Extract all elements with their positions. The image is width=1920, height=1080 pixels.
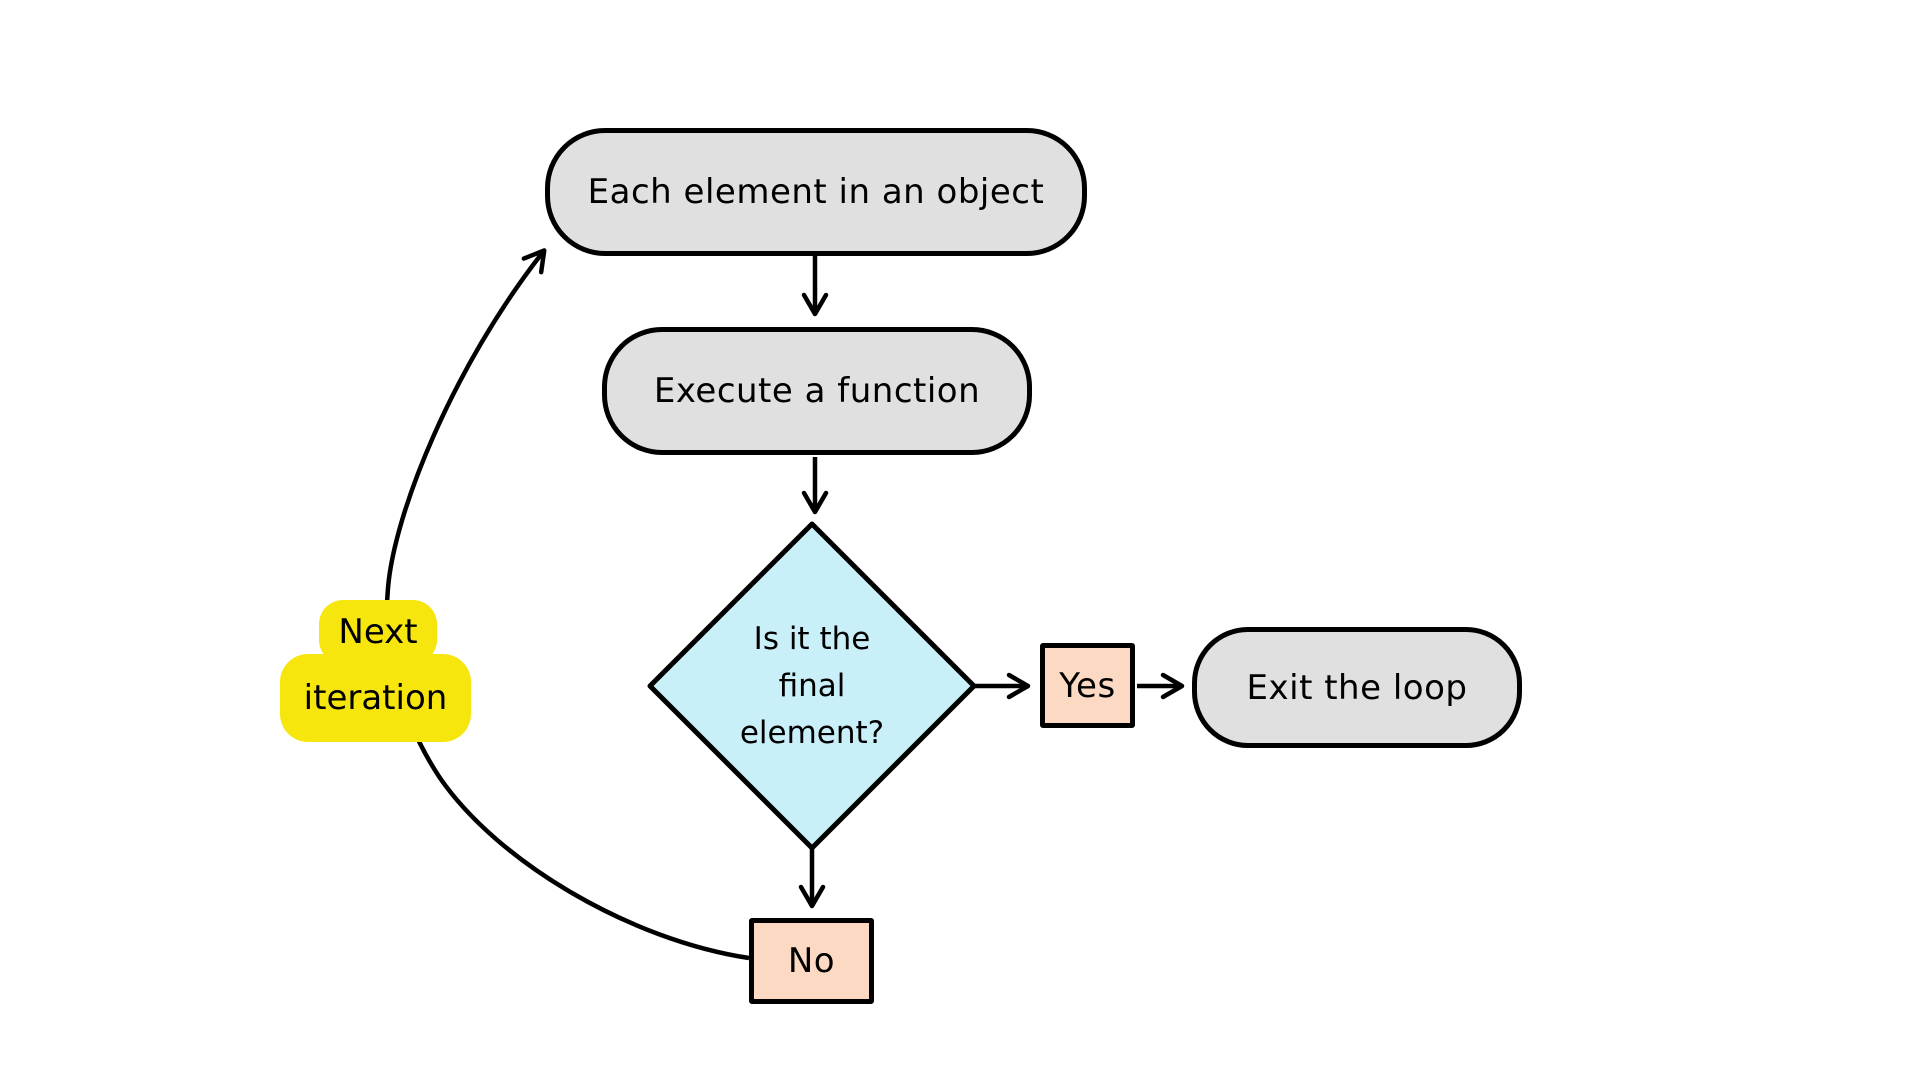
- node-no-label: No: [787, 941, 836, 981]
- node-exit-loop-label: Exit the loop: [1246, 667, 1468, 708]
- next-iteration-label-line2: iteration: [303, 678, 448, 718]
- node-decision: [647, 521, 977, 851]
- node-yes: Yes: [1040, 643, 1135, 728]
- node-each-element: Each element in an object: [545, 128, 1087, 256]
- node-execute-function: Execute a function: [602, 327, 1032, 455]
- node-each-element-label: Each element in an object: [587, 172, 1045, 212]
- node-execute-function-label: Execute a function: [653, 371, 981, 411]
- decision-label-line1: Is it the: [753, 621, 871, 657]
- next-iteration-highlight-line1: Next: [319, 600, 437, 664]
- decision-diamond-shape: [647, 521, 977, 851]
- node-no: No: [749, 918, 874, 1004]
- decision-label-line3: element?: [739, 715, 885, 751]
- decision-label-line2: final: [778, 668, 846, 704]
- next-iteration-label-line1: Next: [338, 612, 418, 652]
- node-decision-label: Is it the final element?: [687, 616, 937, 757]
- next-iteration-highlight-line2: iteration: [280, 654, 471, 742]
- node-yes-label: Yes: [1059, 665, 1116, 706]
- node-exit-loop: Exit the loop: [1192, 627, 1522, 748]
